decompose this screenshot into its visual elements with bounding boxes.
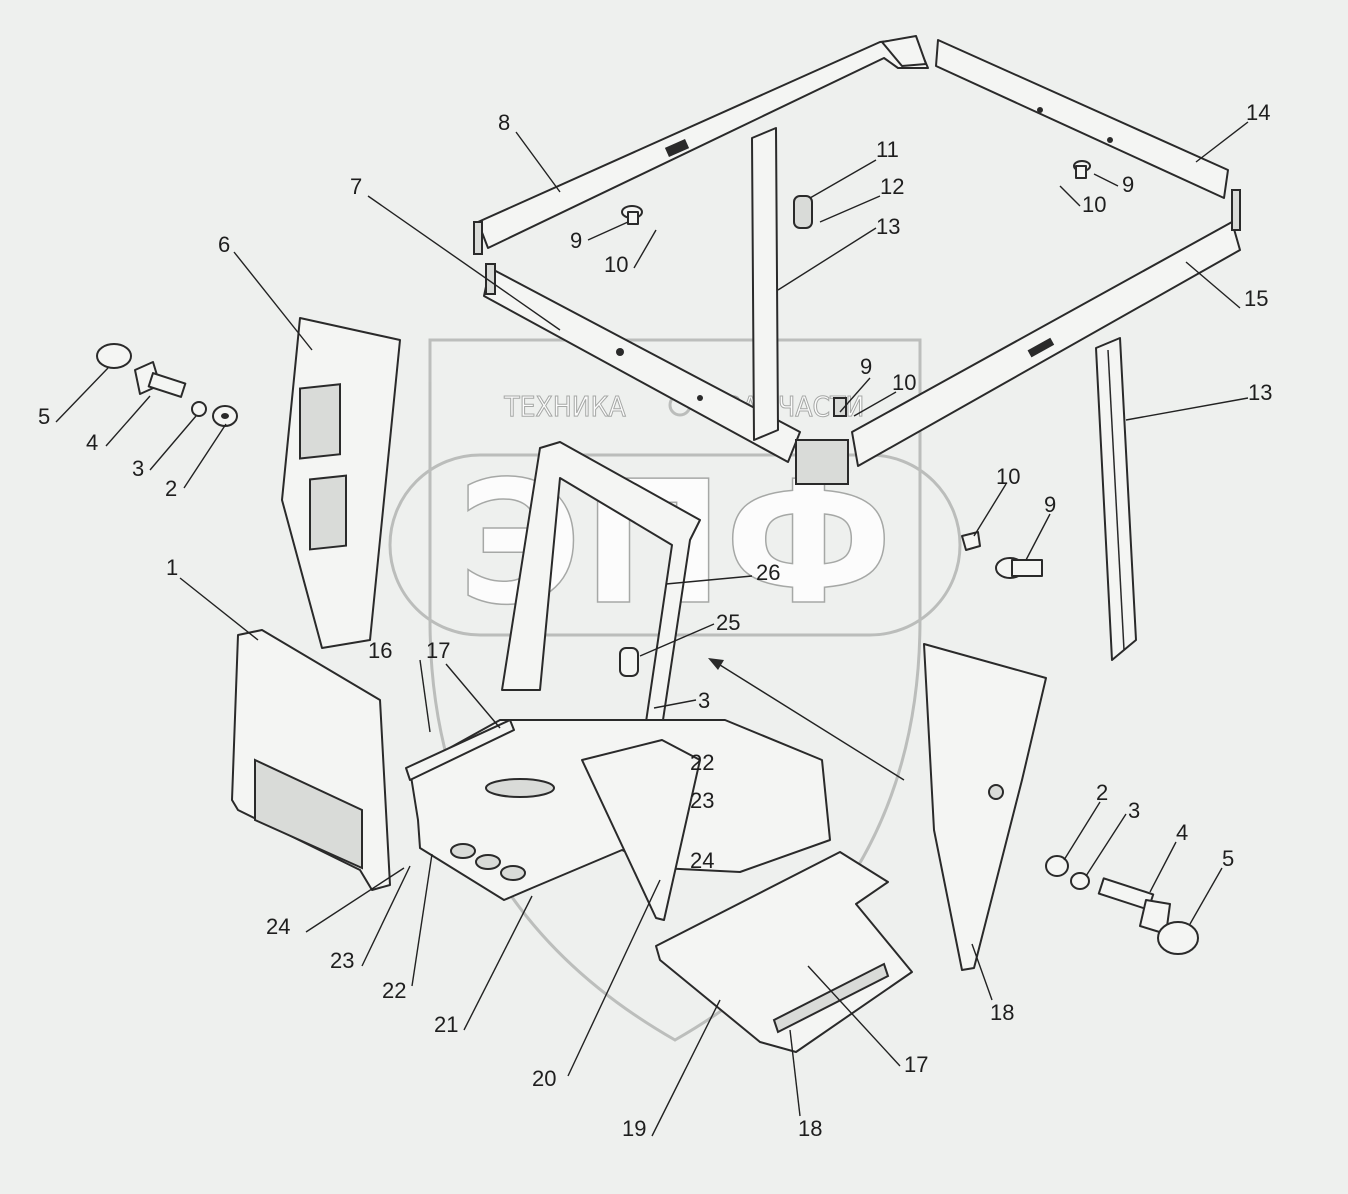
callout-2-right: 2: [1096, 780, 1108, 805]
callout-4-right: 4: [1176, 820, 1188, 845]
part-16-panel: [923, 643, 1047, 971]
callout-23-mid: 23: [690, 788, 714, 813]
callout-21: 21: [434, 1012, 458, 1037]
fasteners-left: [96, 343, 238, 427]
small-hardware: [619, 160, 1091, 677]
callout-3-left: 3: [132, 456, 144, 481]
callout-4-left: 4: [86, 430, 98, 455]
callout-23-left: 23: [330, 948, 354, 973]
part-14-side-rail: [935, 39, 1229, 199]
callout-10-lower: 10: [996, 464, 1020, 489]
part-19-mat: [655, 851, 913, 1053]
callout-26: 26: [756, 560, 780, 585]
part-20-pedestal: [581, 739, 701, 921]
callout-20: 20: [532, 1066, 556, 1091]
callout-18-bottom: 18: [798, 1116, 822, 1141]
callout-13-right: 13: [1248, 380, 1272, 405]
callout-13-rear: 13: [876, 214, 900, 239]
callout-16: 18: [990, 1000, 1014, 1025]
part-7-lower-rail: [483, 263, 801, 463]
corner-bracket: [795, 439, 849, 485]
assembly-arrow: [708, 658, 905, 781]
callout-15: 15: [1244, 286, 1268, 311]
callout-17-left: 16: [368, 638, 392, 663]
callout-14: 14: [1246, 100, 1270, 125]
part-6-panel: [281, 317, 401, 649]
callout-5-right: 5: [1222, 846, 1234, 871]
callout-8: 8: [498, 110, 510, 135]
part-18-strip: [405, 719, 515, 781]
callout-24-left: 24: [266, 914, 290, 939]
callout-22-left: 22: [382, 978, 406, 1003]
callout-9-mid: 9: [860, 354, 872, 379]
callout-9-top: 9: [570, 228, 582, 253]
part-8-upper-rail: [473, 35, 929, 255]
part-13-post-right: [1095, 337, 1137, 661]
part-15-lower-rail: [851, 189, 1241, 467]
callout-25: 25: [716, 610, 740, 635]
callout-5-left: 5: [38, 404, 50, 429]
callout-17-bottom: 17: [904, 1052, 928, 1077]
callout-3-right: 3: [1128, 798, 1140, 823]
callout-layer: 5 4 3 2 6 1 7 8 9 10 11 12 13 14 9 10: [38, 100, 1272, 1141]
callout-11: 11: [876, 137, 899, 162]
part-1-cover: [231, 629, 391, 891]
callout-10-mid: 10: [892, 370, 916, 395]
callout-10-right: 10: [1082, 192, 1106, 217]
callout-3-mid: 3: [698, 688, 710, 713]
callout-22-mid: 22: [690, 750, 714, 775]
part-13-post-rear: [751, 127, 779, 441]
callout-24-mid: 24: [690, 848, 714, 873]
fasteners-right-middle: [961, 531, 1043, 579]
callout-12: 12: [880, 174, 904, 199]
callout-7: 7: [350, 174, 362, 199]
callout-19: 19: [622, 1116, 646, 1141]
callout-6: 6: [218, 232, 230, 257]
callout-10-top: 10: [604, 252, 628, 277]
callout-1: 1: [166, 555, 178, 580]
callout-9-right: 9: [1122, 172, 1134, 197]
fasteners-right: [1045, 855, 1199, 955]
callout-9-lower: 9: [1044, 492, 1056, 517]
watermark-left-text: ТЕХНИКА: [503, 390, 626, 423]
callout-18-left: 17: [426, 638, 450, 663]
callout-2-left: 2: [165, 476, 177, 501]
